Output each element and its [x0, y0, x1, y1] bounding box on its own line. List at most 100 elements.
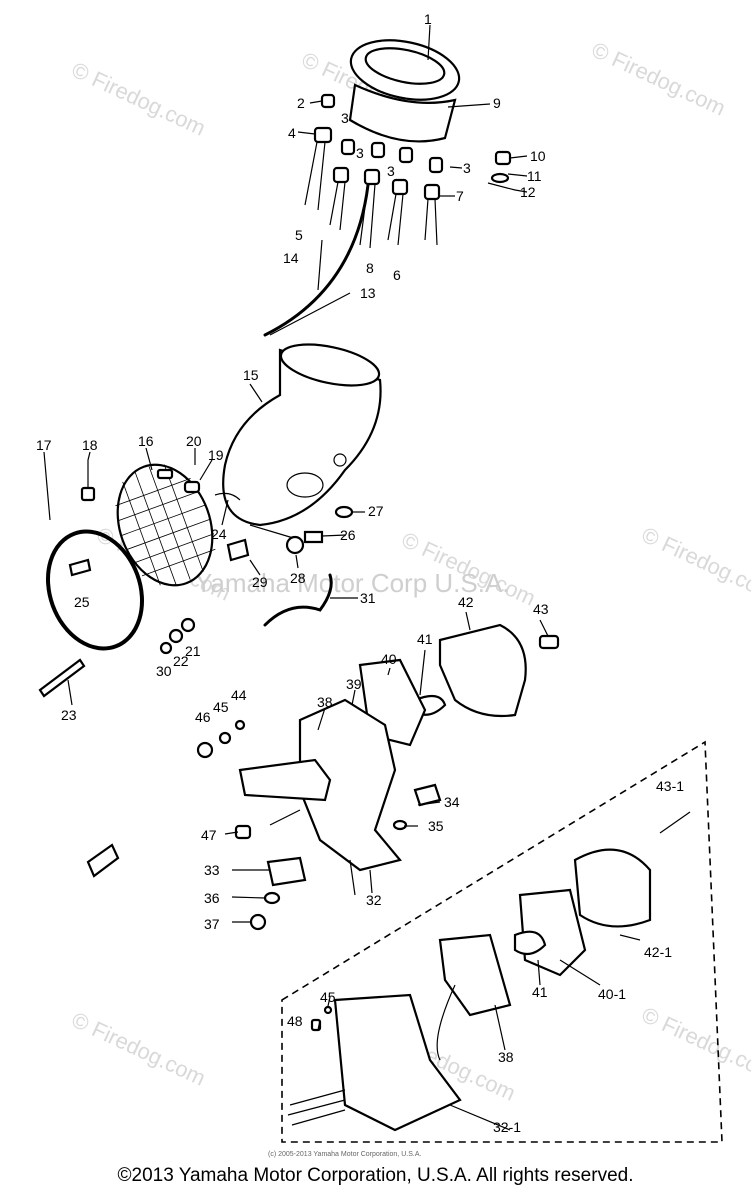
callout-43-1: 43-1 [656, 778, 684, 794]
callout-15: 15 [243, 367, 259, 383]
taillight-base-alt [333, 993, 462, 1132]
callout-labels: 1 2 3 3 3 3 4 5 6 7 8 9 10 11 12 13 14 1… [36, 11, 684, 1135]
socket [363, 168, 381, 186]
watermark-notice: (c) 2005-2013 Yamaha Motor Corporation, … [268, 1151, 421, 1158]
callout-24: 24 [211, 526, 227, 542]
watermark-firedog: © Firedog.com [638, 1002, 751, 1086]
callout-39: 39 [346, 676, 362, 692]
socket [391, 178, 409, 196]
callout-27: 27 [368, 503, 384, 519]
callout-42: 42 [458, 594, 474, 610]
socket [423, 183, 441, 201]
callout-31: 31 [360, 590, 376, 606]
callout-8: 8 [366, 260, 374, 276]
taillight-base [298, 698, 402, 872]
callout-3: 3 [341, 110, 349, 126]
callout-14: 14 [283, 250, 299, 266]
headlight-assembly [38, 343, 382, 698]
alternate-taillight [287, 811, 691, 1132]
lens-mesh [115, 464, 216, 586]
callout-32: 32 [366, 892, 382, 908]
callout-40: 40 [381, 651, 397, 667]
callout-47: 47 [201, 827, 217, 843]
bulb [398, 146, 414, 164]
headlight-rim [45, 529, 145, 651]
callout-30: 30 [156, 663, 172, 679]
watermark-layer: © Firedog.com © Firedog.com © Firedog.co… [68, 37, 751, 1158]
meter-case [348, 83, 457, 143]
socket [332, 166, 350, 184]
meter-dial [364, 47, 446, 85]
callout-19: 19 [208, 447, 224, 463]
callout-16: 16 [138, 433, 154, 449]
speedometer-cable [263, 183, 370, 337]
callout-5: 5 [295, 227, 303, 243]
alternate-parts-box [281, 740, 723, 1143]
socket [313, 126, 333, 144]
grommet [334, 505, 354, 519]
bulb [370, 141, 386, 159]
callout-6: 6 [393, 267, 401, 283]
exploded-parts-diagram: © Firedog.com © Firedog.com © Firedog.co… [36, 11, 751, 1158]
callout-32-1: 32-1 [493, 1119, 521, 1135]
callout-7: 7 [456, 188, 464, 204]
nut [285, 535, 305, 555]
callout-4: 4 [288, 125, 296, 141]
callout-34: 34 [444, 794, 460, 810]
callout-3: 3 [387, 163, 395, 179]
callout-2: 2 [297, 95, 305, 111]
housing-grommet [286, 472, 324, 498]
reflector [86, 843, 120, 878]
callout-12: 12 [520, 184, 536, 200]
callout-45-alt: 45 [320, 989, 336, 1005]
callout-45: 45 [213, 699, 229, 715]
callout-23: 23 [61, 707, 77, 723]
callout-38-alt: 38 [498, 1049, 514, 1065]
callout-3: 3 [356, 145, 364, 161]
callout-26: 26 [340, 527, 356, 543]
callout-40-1: 40-1 [598, 986, 626, 1002]
callout-13: 13 [360, 285, 376, 301]
taillight-lens-alt [573, 848, 652, 928]
callout-42-1: 42-1 [644, 944, 672, 960]
callout-48: 48 [287, 1013, 303, 1029]
callout-3: 3 [463, 160, 471, 176]
callout-29: 29 [252, 574, 268, 590]
callout-46: 46 [195, 709, 211, 725]
callout-35: 35 [428, 818, 444, 834]
bulb [340, 138, 356, 156]
callout-1: 1 [424, 11, 432, 27]
leader-lines [43, 24, 641, 1131]
callout-25: 25 [74, 594, 90, 610]
callout-33: 33 [204, 862, 220, 878]
headlight-body-top [279, 343, 381, 387]
callout-22: 22 [173, 653, 189, 669]
callout-20: 20 [186, 433, 202, 449]
callout-41: 41 [417, 631, 433, 647]
bulb [428, 156, 444, 174]
socket-alt [438, 933, 512, 1017]
callout-36: 36 [204, 890, 220, 906]
callout-18: 18 [82, 437, 98, 453]
callout-10: 10 [530, 148, 546, 164]
callout-11: 11 [527, 168, 542, 184]
callout-43: 43 [533, 601, 549, 617]
bulb [320, 93, 336, 109]
callout-9: 9 [493, 95, 501, 111]
callout-21: 21 [185, 643, 201, 659]
callout-38: 38 [317, 694, 333, 710]
adjust-screw [38, 658, 86, 698]
callout-41-alt: 41 [532, 984, 548, 1000]
grommet [494, 150, 512, 166]
callout-44: 44 [231, 687, 247, 703]
washer [490, 172, 510, 184]
callout-17: 17 [36, 437, 52, 453]
taillight-lens [438, 623, 527, 718]
watermark-company: Yamaha Motor Corp U.S.A. [195, 568, 510, 598]
watermark-firedog: © Firedog.com [68, 57, 210, 141]
watermark-firedog: © Firedog.com [68, 1007, 210, 1091]
taillight-assembly [86, 623, 560, 931]
watermark-firedog: © Firedog.com [588, 37, 730, 121]
wire-harness [263, 573, 333, 627]
headlight-body [222, 348, 382, 527]
